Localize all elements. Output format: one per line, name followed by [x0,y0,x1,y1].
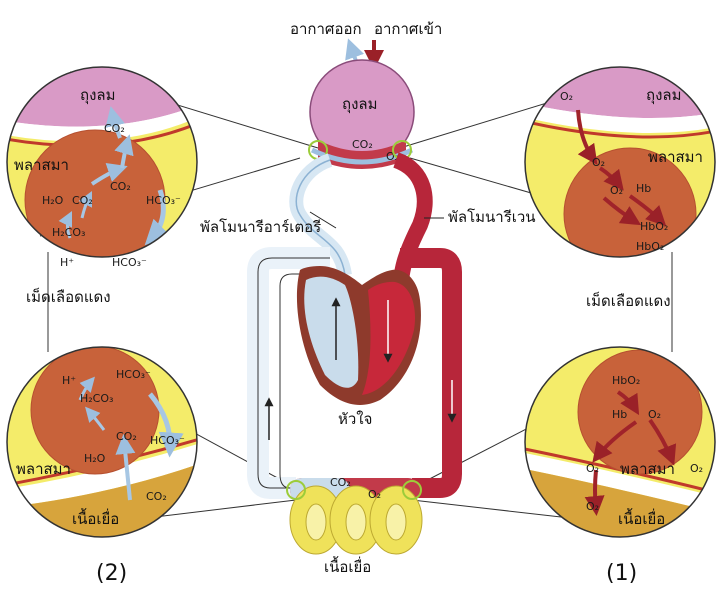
lt-co2-a: CO₂ [104,122,125,135]
lb-h2co3: H₂CO₃ [80,392,113,405]
lt-co2-c: CO₂ [72,194,93,207]
rb-o2-a: O₂ [648,408,661,421]
figure-number-right: (1) [606,561,637,585]
lb-co2-a: CO₂ [116,430,137,443]
lt-co2-b: CO₂ [110,180,131,193]
pulmonary-vein-label: พัลโมนารีเวน [448,208,536,226]
heart [297,266,421,405]
lb-plasma-label: พลาสมา [16,460,71,478]
rt-plasma-label: พลาสมา [648,148,703,166]
rb-o2-b: O₂ [586,462,599,475]
rb-plasma-label: พลาสมา [620,460,675,478]
right-rbc-label: เม็ดเลือดแดง [586,291,671,310]
lb-h2o: H₂O [84,452,106,465]
alveolus-label: ถุงลม [342,95,378,114]
rt-o2-b: O₂ [592,156,605,169]
lt-h2co3: H₂CO₃ [52,226,85,239]
lt-hco3-a: HCO₃⁻ [146,194,181,207]
center-co2-label: CO₂ [352,138,373,151]
rb-o2-c: O₂ [690,462,703,475]
rb-hb: Hb [612,408,627,421]
rt-hb: Hb [636,182,651,195]
rt-hbo2-a: HbO₂ [640,220,668,233]
right-top-circle [510,60,719,280]
rt-hbo2-b: HbO₂ [636,240,664,253]
air-out-label: อากาศออก [290,20,362,38]
lb-h: H⁺ [62,374,76,387]
lb-hco3-b: HCO₃⁻ [150,434,185,447]
pulmonary-artery-label: พัลโมนารีอาร์เตอรี [200,218,321,236]
rt-o2-c: O₂ [610,184,623,197]
lt-h2o: H₂O [42,194,64,207]
left-rbc-label: เม็ดเลือดแดง [26,287,111,306]
lb-co2-b: CO₂ [146,490,167,503]
rb-hbo2: HbO₂ [612,374,640,387]
lt-plasma-label: พลาสมา [14,156,69,174]
tissue-o2-label: O₂ [368,488,381,501]
tissue-co2-label: CO₂ [330,476,351,489]
air-in-label: อากาศเข้า [374,20,442,38]
figure-number-left: (2) [96,561,127,585]
rb-tissue-label: เนื้อเยื่อ [618,508,665,528]
tissue-label: เนื้อเยื่อ [324,556,371,576]
right-bottom-circle [510,340,719,550]
lt-h: H⁺ [60,256,74,269]
lt-alveolus-label: ถุงลม [80,86,116,105]
rb-o2-d: O₂ [586,500,599,513]
tissue-block [287,478,422,554]
rt-o2-a: O₂ [560,90,573,103]
lt-hco3-b: HCO₃⁻ [112,256,147,269]
lb-tissue-label: เนื้อเยื่อ [72,508,119,528]
lb-hco3-a: HCO₃⁻ [116,368,151,381]
rt-alveolus-label: ถุงลม [646,86,682,105]
heart-label: หัวใจ [338,410,372,428]
